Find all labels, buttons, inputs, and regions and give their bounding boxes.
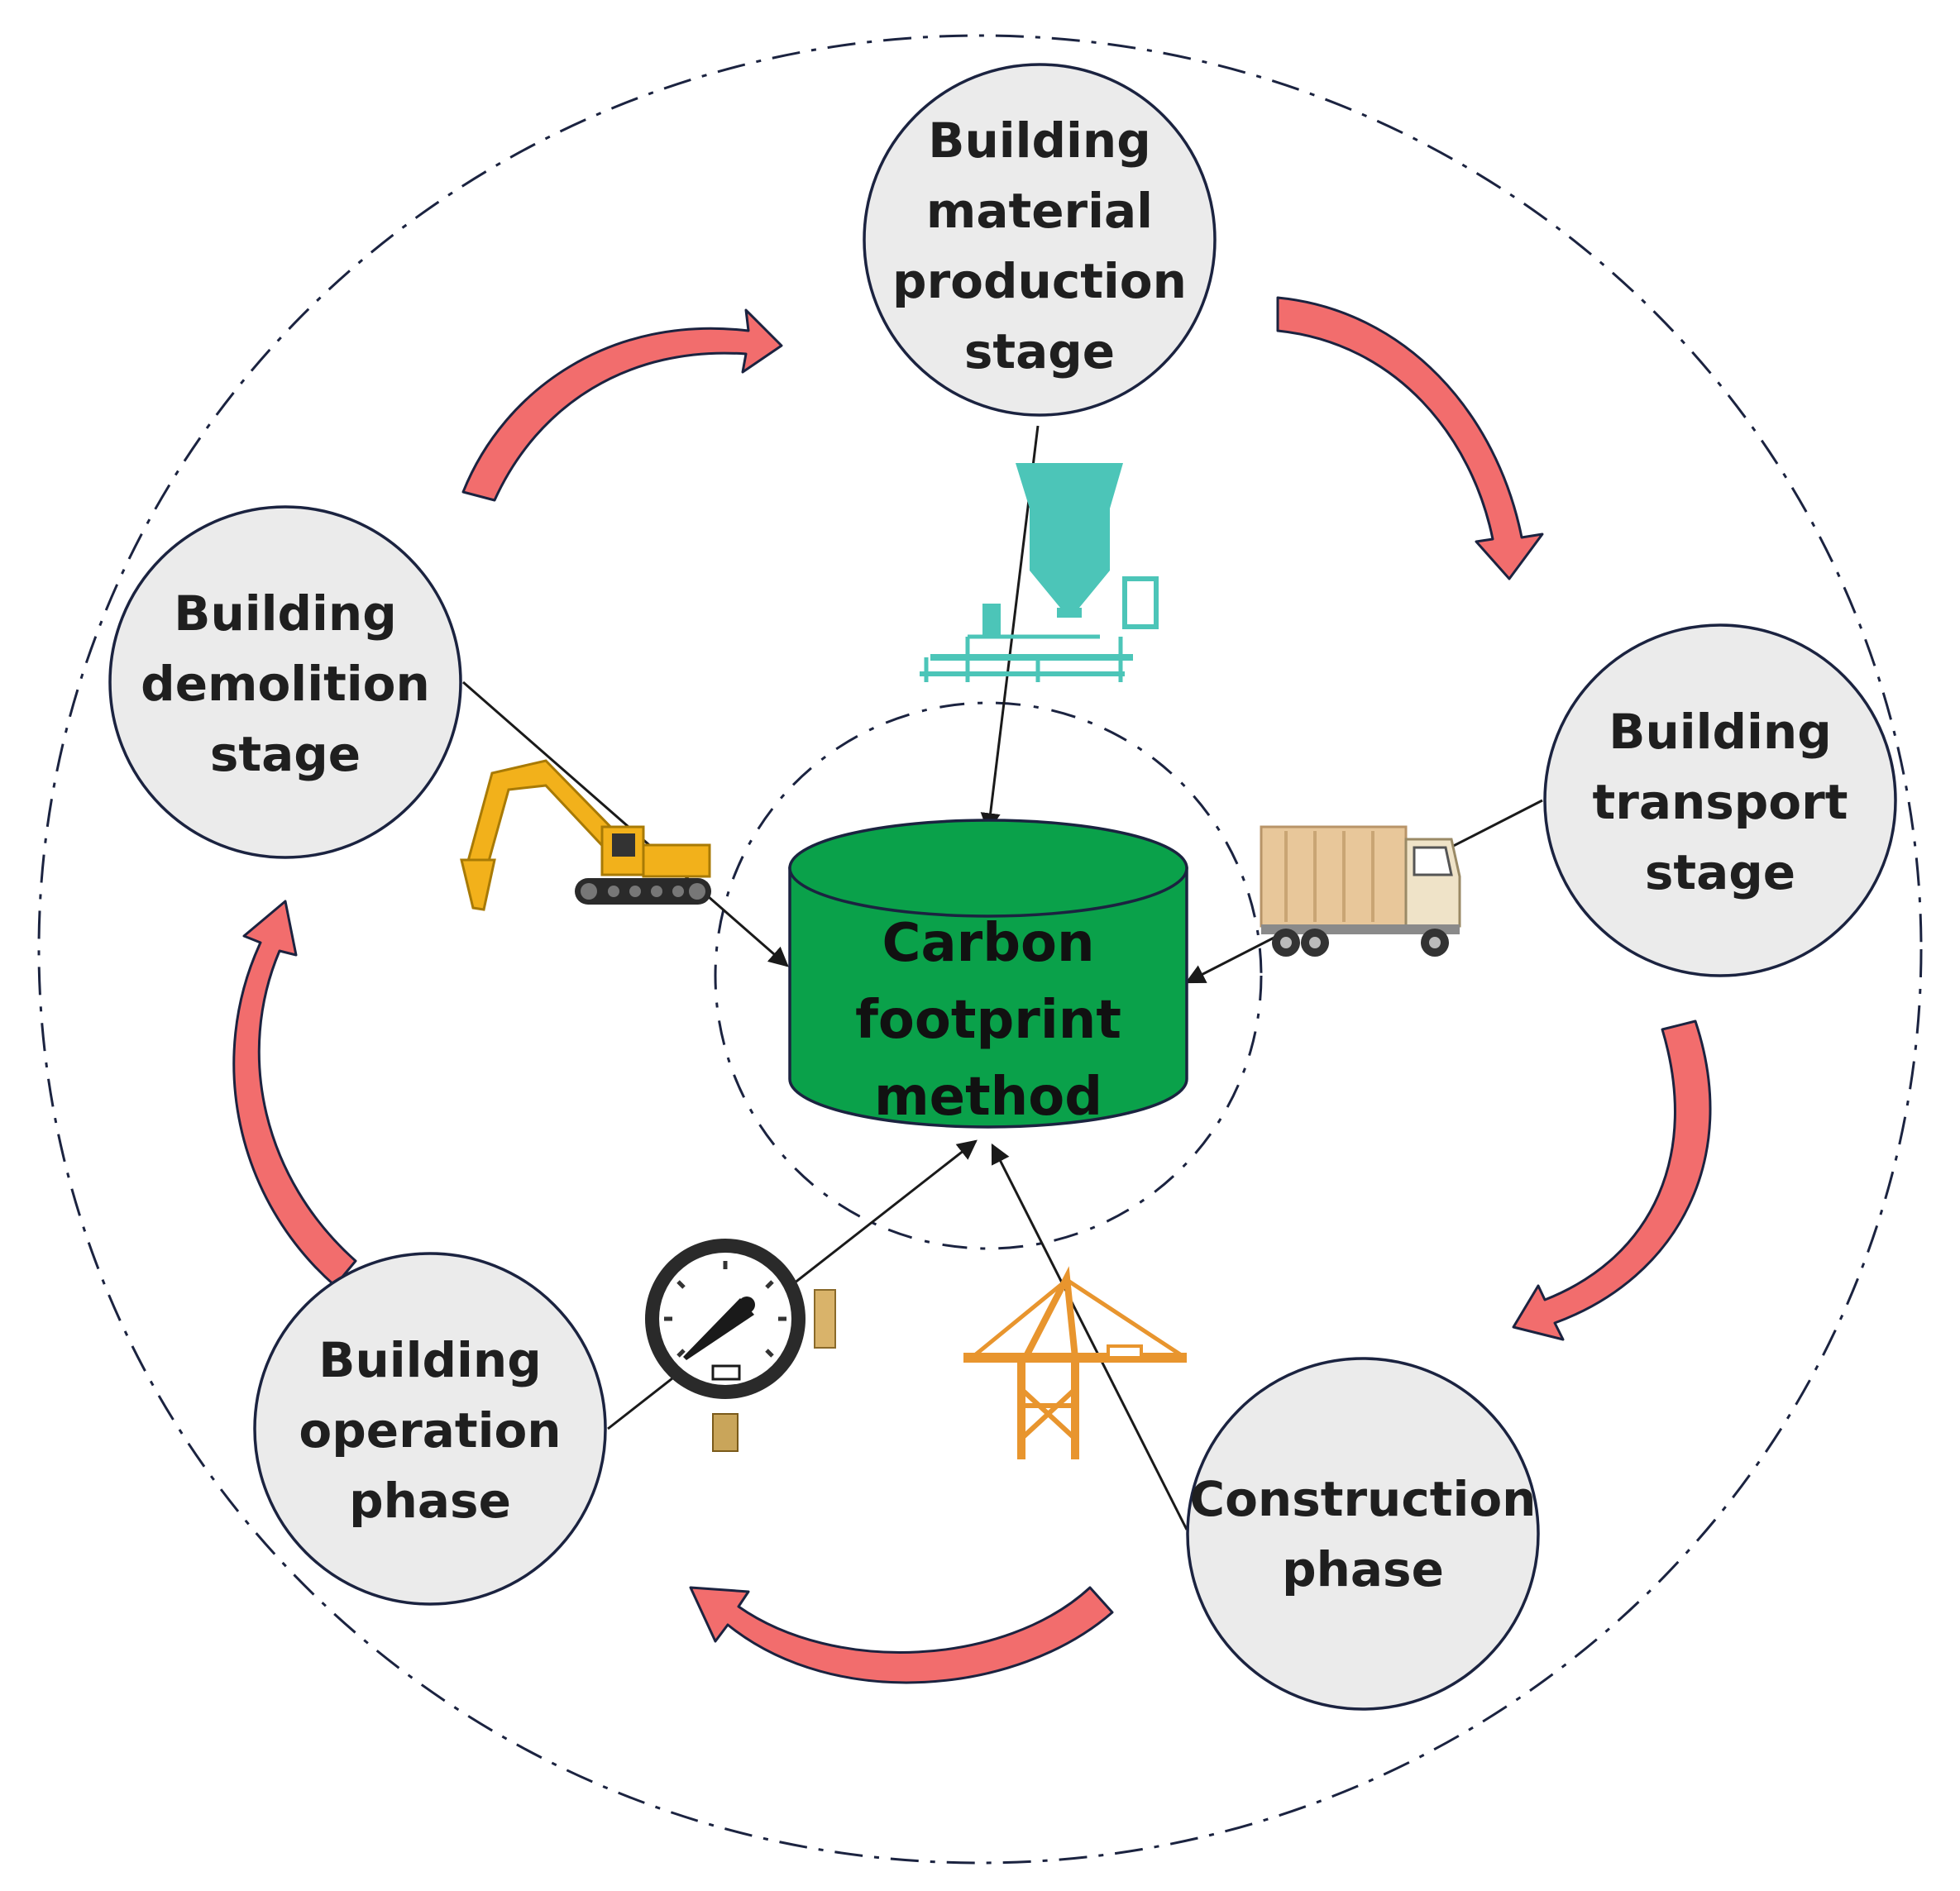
flow-arrow-operation-to-demolition	[232, 900, 357, 1287]
stage-construction-line-1: Construction	[1190, 1471, 1537, 1527]
stage-material-line-2: material	[926, 183, 1153, 239]
stage-transport-line-1: Building	[1609, 704, 1831, 760]
crane-icon	[963, 1266, 1187, 1459]
flow-arrow-material-to-transport	[1276, 296, 1544, 580]
connector-construction	[991, 1143, 1188, 1530]
stage-demolition-circle	[108, 505, 462, 859]
stage-operation-line-1: Building	[318, 1332, 541, 1388]
connector-demolition	[462, 680, 789, 967]
stage-construction-line-2: phase	[1282, 1541, 1444, 1597]
flow-arrow-transport-to-construction	[1512, 1020, 1712, 1341]
center-label-line-1: Carbon	[882, 913, 1094, 974]
flow-arrow-demolition-to-material	[461, 308, 783, 502]
excavator-icon	[460, 759, 711, 911]
flow-arrow-construction-to-operation	[689, 1586, 1114, 1684]
stage-transport-line-2: transport	[1593, 774, 1848, 830]
stage-demolition-line-1: Building	[174, 585, 396, 642]
stage-transport-circle	[1543, 623, 1897, 977]
stage-operation-line-2: operation	[299, 1402, 561, 1459]
stage-demolition-line-2: demolition	[141, 656, 430, 712]
stage-material-line-4: stage	[964, 323, 1115, 380]
stage-demolition-line-3: stage	[210, 726, 361, 782]
stage-material-circle	[863, 63, 1217, 417]
batching-plant-icon	[920, 463, 1159, 682]
outer-boundary-ring	[37, 34, 1923, 1865]
center-label-line-3: method	[874, 1067, 1102, 1128]
stage-operation-line-3: phase	[349, 1473, 511, 1529]
stage-material-line-1: Building	[928, 112, 1150, 169]
carbon-footprint-cylinder	[788, 819, 1188, 1129]
truck-icon	[1260, 825, 1461, 957]
stage-material-line-3: production	[892, 253, 1187, 309]
center-label-line-2: footprint	[855, 990, 1121, 1051]
stage-transport-line-3: stage	[1645, 844, 1795, 900]
pressure-gauge-icon	[645, 1239, 836, 1452]
stage-construction-circle	[1186, 1357, 1540, 1711]
stage-operation-circle	[253, 1252, 607, 1606]
inner-boundary-ring	[714, 701, 1263, 1250]
